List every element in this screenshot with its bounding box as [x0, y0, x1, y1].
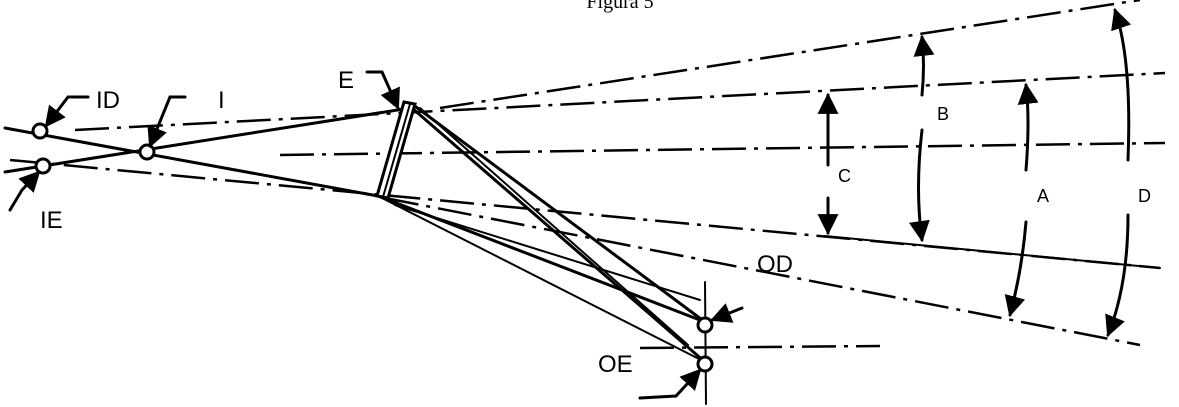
label-id: ID — [96, 87, 120, 114]
ray-ie-to-e — [3, 106, 412, 174]
point-i-circle — [138, 143, 156, 161]
label-od: OD — [757, 251, 793, 278]
arrow-a-down — [1004, 220, 1028, 318]
label-oe: OE — [598, 351, 633, 378]
point-ie-circle — [34, 157, 52, 175]
mirror-e — [375, 100, 417, 200]
label-b: B — [937, 104, 949, 124]
points — [31, 122, 714, 373]
label-a: A — [1037, 186, 1049, 206]
sight-line-center — [279, 141, 1166, 157]
arrow-d-down — [1105, 213, 1130, 337]
point-od-circle — [696, 316, 714, 334]
ray-e-to-oe — [377, 195, 706, 363]
sight-lines — [9, 0, 1166, 350]
angle-arrows — [817, 8, 1132, 337]
arrow-a-up — [1017, 82, 1039, 172]
c-base-line — [824, 235, 1161, 269]
arrow-b-up — [913, 34, 935, 97]
label-e: E — [338, 67, 354, 94]
sight-line-bottom — [384, 196, 1141, 347]
arrow-b-down — [908, 128, 930, 243]
label-ie: IE — [40, 207, 63, 234]
label-d: D — [1138, 186, 1151, 206]
label-i: I — [218, 87, 225, 114]
ray-top-to-oe-2 — [419, 107, 689, 346]
ray-e-to-od-2 — [394, 204, 701, 301]
ray-id-to-bottom — [3, 126, 380, 198]
figure-title: Figura 5 — [586, 0, 654, 13]
ray-lines — [3, 102, 1161, 405]
arrow-d-up — [1111, 8, 1132, 162]
leaders — [8, 70, 744, 400]
oe-vertical-axis — [704, 281, 707, 405]
sight-line-oe — [639, 344, 881, 350]
ray-top-to-oe — [410, 106, 707, 364]
sight-line-id — [74, 71, 1166, 132]
label-c: C — [838, 166, 851, 186]
point-id-circle — [31, 122, 49, 140]
point-oe-circle — [696, 355, 714, 373]
sight-line-top — [439, 0, 1141, 110]
